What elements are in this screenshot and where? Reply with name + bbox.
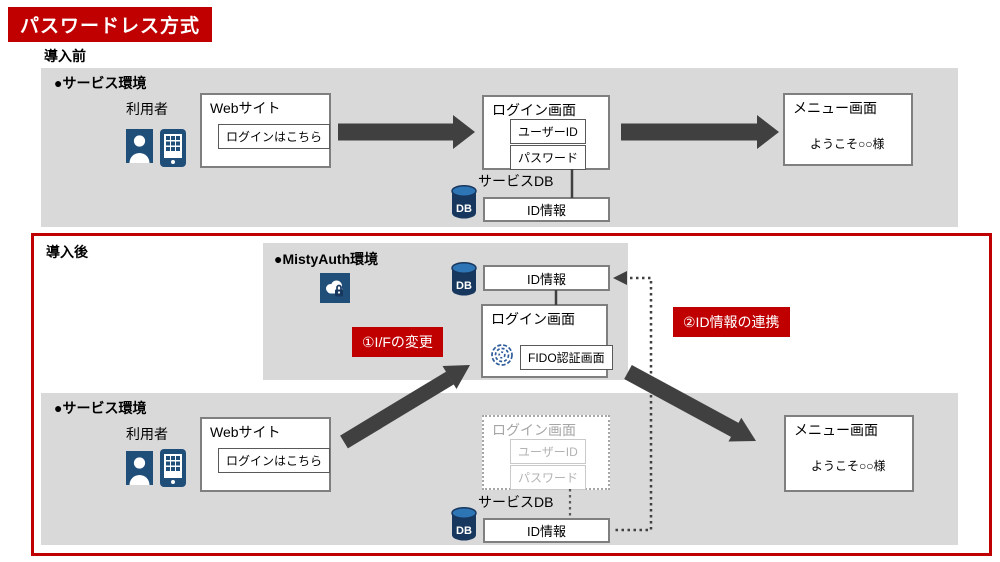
smartphone-icon — [160, 449, 186, 487]
callout-if-change: ①I/Fの変更 — [352, 327, 443, 357]
misty-id-info-box: ID情報 — [483, 265, 610, 291]
fido-auth-button: FIDO認証画面 — [520, 345, 613, 370]
after-user-label: 利用者 — [126, 426, 168, 442]
fingerprint-icon — [490, 343, 514, 367]
database-icon: DB — [450, 185, 478, 219]
before-id-info-label: ID情報 — [526, 203, 566, 218]
before-menu-body: ようこそ○○様 — [810, 137, 885, 151]
database-icon: DB — [450, 262, 478, 296]
after-env-label: ●サービス環境 — [54, 400, 147, 416]
before-userid-field: ユーザーID — [510, 119, 586, 144]
before-id-info-box: ID情報 — [483, 197, 610, 222]
after-id-info-box: ID情報 — [483, 518, 610, 543]
after-old-password-field: パスワード — [510, 465, 587, 490]
db-icon-text: DB — [456, 280, 472, 292]
before-menu-box: メニュー画面 ようこそ○○様 — [783, 93, 913, 166]
person-icon — [126, 129, 153, 163]
misty-login-box: ログイン画面 FIDO認証画面 — [481, 304, 613, 378]
before-password-field: パスワード — [510, 145, 587, 170]
before-web-title: Webサイト — [210, 100, 281, 116]
person-icon — [126, 451, 153, 485]
before-login-title: ログイン画面 — [492, 102, 576, 118]
mistyauth-env-label: ●MistyAuth環境 — [274, 251, 379, 267]
after-menu-box: メニュー画面 ようこそ○○様 — [784, 415, 914, 492]
section-label-after: 導入後 — [46, 244, 88, 260]
after-servicedb-label: サービスDB — [478, 494, 554, 510]
after-login-link-button: ログインはこちら — [218, 448, 331, 473]
db-icon-text: DB — [456, 203, 472, 215]
misty-login-title: ログイン画面 — [491, 311, 575, 327]
after-old-login-title: ログイン画面 — [492, 422, 576, 438]
misty-id-info-label: ID情報 — [526, 271, 566, 287]
after-menu-body: ようこそ○○様 — [811, 459, 886, 473]
database-icon: DB — [450, 507, 478, 541]
before-web-box: Webサイト ログインはこちら — [200, 93, 331, 168]
after-id-info-label: ID情報 — [526, 524, 566, 539]
before-env-label: ●サービス環境 — [54, 75, 147, 91]
before-menu-title: メニュー画面 — [793, 100, 877, 116]
smartphone-icon — [160, 129, 186, 167]
before-login-box: ログイン画面 ユーザーID パスワード — [482, 95, 610, 170]
before-user-label: 利用者 — [126, 101, 168, 117]
after-web-title: Webサイト — [210, 424, 281, 440]
page-title: パスワードレス方式 — [8, 7, 213, 42]
cloud-lock-icon — [320, 273, 350, 303]
db-icon-text: DB — [456, 525, 472, 537]
before-login-link-button: ログインはこちら — [218, 124, 331, 149]
before-servicedb-label: サービスDB — [478, 173, 554, 189]
after-menu-title: メニュー画面 — [794, 422, 878, 438]
after-web-box: Webサイト ログインはこちら — [200, 417, 331, 492]
callout-id-link: ②ID情報の連携 — [673, 307, 790, 337]
after-old-userid-field: ユーザーID — [510, 439, 586, 464]
section-label-before: 導入前 — [44, 48, 86, 64]
after-old-login-box: ログイン画面 ユーザーID パスワード — [482, 415, 610, 490]
